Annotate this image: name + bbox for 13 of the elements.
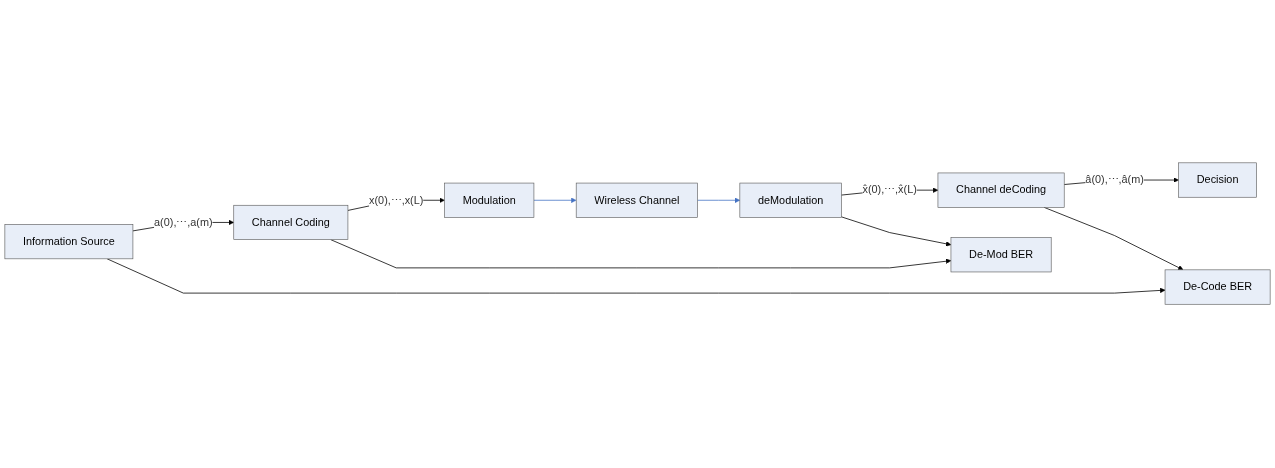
- edge-label: â(0),⋯,â(m): [1085, 174, 1144, 187]
- node-box: Channel Coding: [233, 205, 349, 241]
- edge-label: x(0),⋯,x(L): [369, 194, 424, 207]
- node-box: Information Source: [4, 224, 134, 260]
- edge-label: x̂(0),⋯,x̂(L): [862, 184, 917, 197]
- node-box: Decision: [1178, 163, 1257, 198]
- edge-label: a(0),⋯,a(m): [154, 216, 213, 229]
- node-box: De-Mod BER: [950, 237, 1052, 273]
- node-box: Channel deCoding: [937, 173, 1065, 209]
- node-box: deModulation: [739, 183, 842, 219]
- node-box: De-Code BER: [1164, 270, 1271, 306]
- node-box: Modulation: [444, 183, 535, 219]
- node-box: Wireless Channel: [575, 183, 698, 219]
